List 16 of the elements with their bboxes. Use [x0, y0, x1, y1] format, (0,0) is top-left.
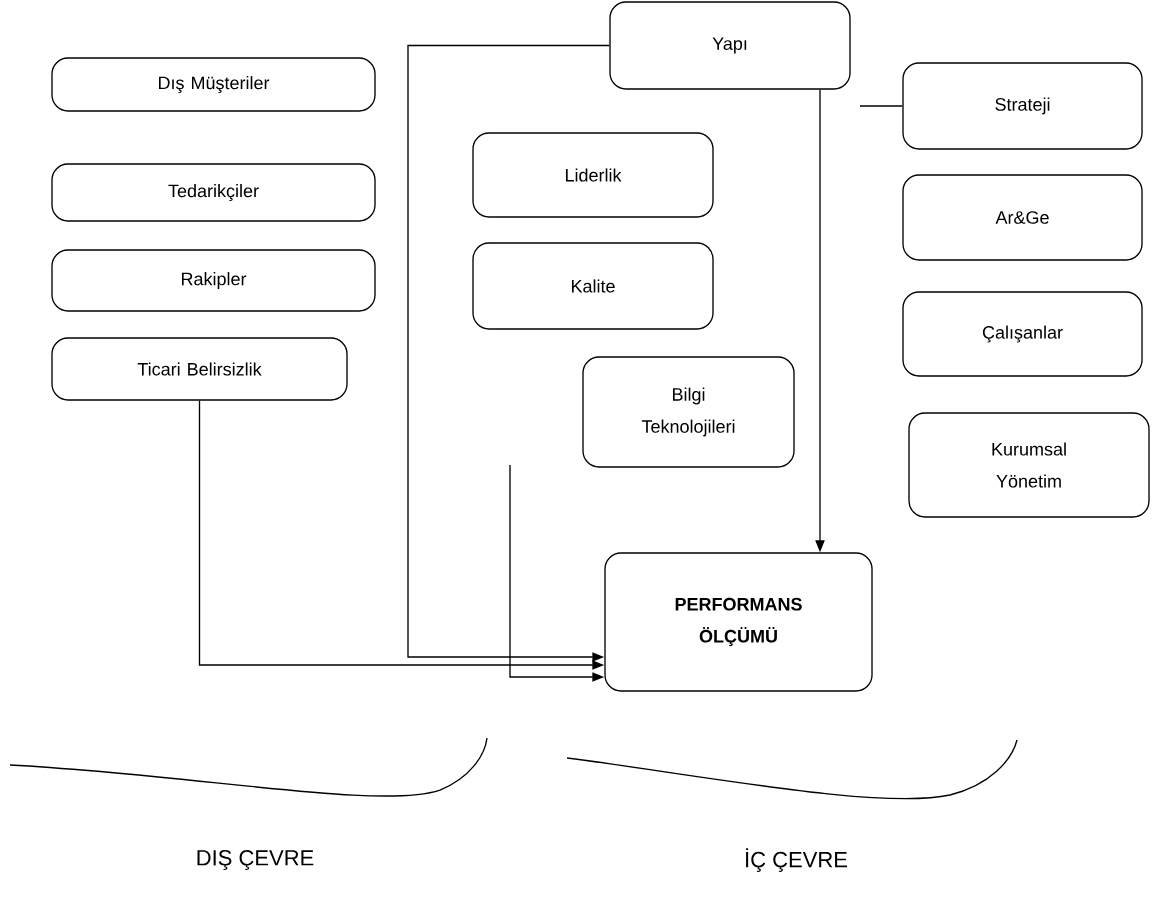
rounded-box: Tedarikçiler	[51, 163, 376, 222]
rounded-box: Ticari Belirsizlik	[51, 337, 348, 401]
rounded-box: Liderlik	[472, 132, 714, 218]
rounded-box: Dış Müşteriler	[51, 57, 376, 112]
region-label: DIŞ ÇEVRE	[197, 850, 314, 870]
arrow	[407, 44, 610, 662]
rounded-box: Strateji	[902, 62, 1143, 150]
rounded-box: Kalite	[472, 242, 714, 330]
rounded-box: Çalışanlar	[902, 291, 1143, 377]
rounded-box: Ar&Ge	[902, 174, 1143, 261]
rounded-box: Bilgi Teknolojileri	[582, 356, 795, 468]
rounded-box: Kurumsal Yönetim	[908, 412, 1150, 518]
rounded-box: Yapı	[609, 1, 851, 90]
region-label: İÇ ÇEVRE	[746, 848, 847, 872]
performance-box: PERFORMANS ÖLÇÜMÜ	[604, 552, 873, 692]
rounded-box: Rakipler	[51, 249, 376, 312]
